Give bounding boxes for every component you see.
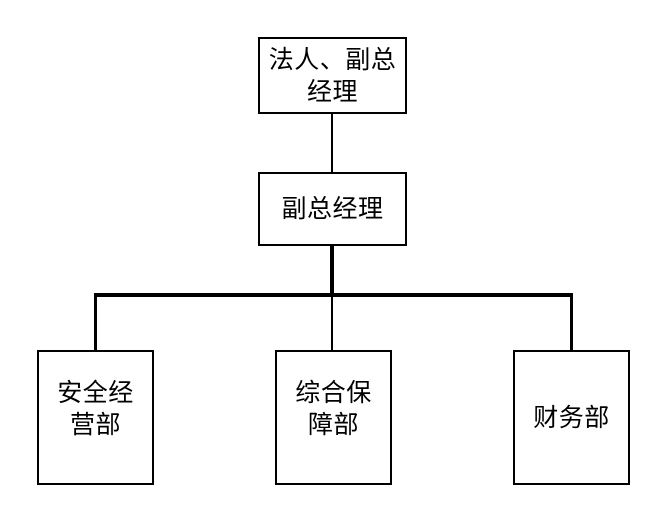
node-label-comprehensive-support-department: 综合保 障部 (295, 378, 372, 439)
connector-drop-department-2 (331, 295, 333, 351)
connector-ceo-to-deputy (331, 113, 333, 173)
node-label-safety-operations-department: 安全经 营部 (57, 378, 134, 439)
node-label-legal-person: 法人、副总 经理 (268, 45, 397, 106)
connector-drop-department-1 (94, 295, 97, 351)
node-box-deputy-general-manager[interactable]: 副总经理 (258, 172, 407, 246)
connector-deputy-to-trunk (330, 245, 334, 297)
node-box-comprehensive-support-department[interactable]: 综合保 障部 (275, 350, 392, 485)
node-box-legal-person[interactable]: 法人、副总 经理 (258, 37, 407, 114)
node-label-finance-department: 财务部 (533, 403, 610, 432)
connector-horizontal-bar (94, 293, 573, 297)
connector-drop-department-3 (570, 295, 573, 351)
node-label-deputy-general-manager: 副总经理 (281, 195, 384, 223)
node-box-finance-department[interactable]: 财务部 (513, 350, 630, 485)
node-box-safety-operations-department[interactable]: 安全经 营部 (37, 350, 154, 485)
